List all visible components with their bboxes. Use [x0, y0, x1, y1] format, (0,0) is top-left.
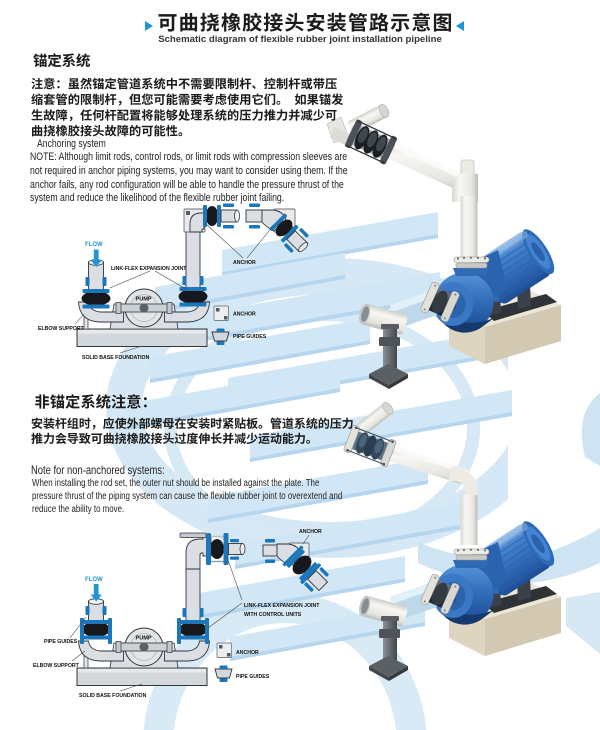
svg-text:WITH CONTROL UNITS: WITH CONTROL UNITS [244, 612, 302, 618]
svg-text:ANCHOR: ANCHOR [233, 260, 256, 266]
svg-text:FLOW: FLOW [85, 242, 103, 248]
svg-text:SOLID BASE FOUNDATION: SOLID BASE FOUNDATION [82, 355, 150, 361]
svg-text:PUMP: PUMP [136, 636, 152, 642]
svg-text:PIPE GUIDES: PIPE GUIDES [236, 674, 270, 680]
svg-text:FLOW: FLOW [85, 577, 103, 583]
svg-text:ELBOW SUPPORT: ELBOW SUPPORT [33, 663, 80, 669]
svg-text:PIPE GUIDES: PIPE GUIDES [233, 334, 267, 340]
svg-text:PIPE GUIDES: PIPE GUIDES [44, 639, 78, 645]
svg-text:ANCHOR: ANCHOR [236, 650, 259, 656]
svg-text:SOLID BASE FOUNDATION: SOLID BASE FOUNDATION [79, 693, 147, 699]
svg-text:PUMP: PUMP [136, 297, 152, 303]
svg-text:LINK-FLEX EXPANSION JOINT: LINK-FLEX EXPANSION JOINT [111, 266, 187, 272]
svg-text:ANCHOR: ANCHOR [299, 529, 322, 535]
svg-text:LINK-FLEX EXPANSION JOINT: LINK-FLEX EXPANSION JOINT [244, 603, 320, 609]
svg-text:ELBOW SUPPORT: ELBOW SUPPORT [38, 326, 85, 332]
svg-text:ANCHOR: ANCHOR [233, 312, 256, 318]
